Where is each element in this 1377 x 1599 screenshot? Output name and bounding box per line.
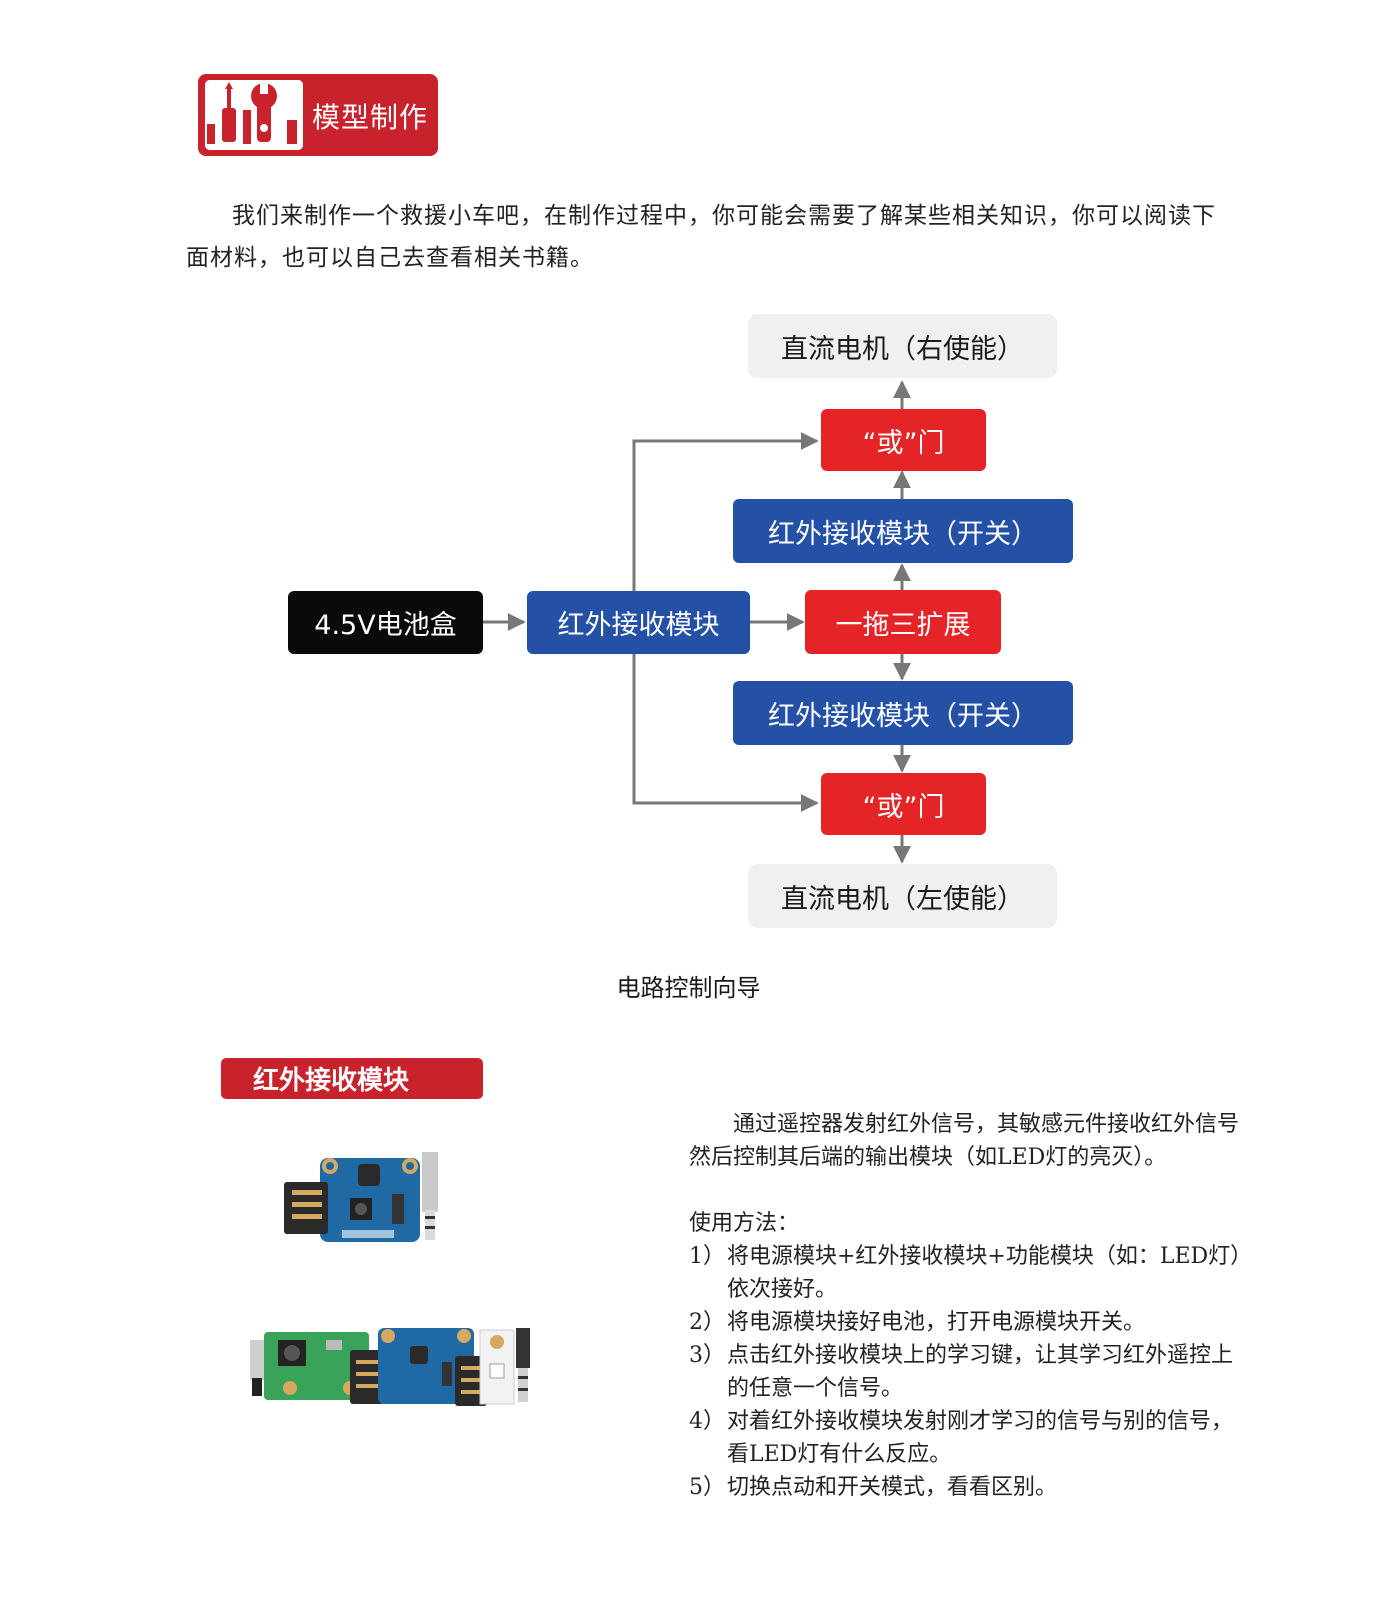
node-battery: 4.5V电池盒 [288, 591, 483, 654]
step-text: 切换点动和开关模式，看看区别。 [727, 1475, 1058, 1500]
step-number: 3） [689, 1343, 725, 1368]
diagram-caption: 电路控制向导 [616, 974, 761, 1002]
module-description: 通过遥控器发射红外信号，其敏感元件接收红外信号然后控制其后端的输出模块（如LED… [689, 1108, 1249, 1504]
section-title: 模型制作 [312, 101, 429, 134]
node-or-gate-bottom: “或”门 [821, 773, 986, 835]
node-motor-left: 直流电机（左使能） [748, 864, 1057, 928]
ir-receiver-board-image [284, 1152, 438, 1242]
node-motor-right: 直流电机（右使能） [748, 314, 1057, 378]
usage-step: 1） 将电源模块+红外接收模块+功能模块（如：LED灯）依次接好。 [689, 1240, 1249, 1306]
node-ir-switch-top: 红外接收模块（开关） [733, 499, 1073, 563]
step-number: 4） [689, 1409, 725, 1434]
step-text: 将电源模块接好电池，打开电源模块开关。 [727, 1310, 1146, 1335]
step-text: 点击红外接收模块上的学习键，让其学习红外遥控上的任意一个信号。 [727, 1343, 1234, 1401]
tools-icon [205, 80, 303, 150]
usage-title: 使用方法： [689, 1211, 800, 1236]
usage-step: 3） 点击红外接收模块上的学习键，让其学习红外遥控上的任意一个信号。 [689, 1339, 1249, 1405]
ir-module-chain-image [250, 1328, 530, 1406]
node-ir-receiver: 红外接收模块 [527, 591, 750, 654]
step-number: 2） [689, 1310, 725, 1335]
usage-step: 4） 对着红外接收模块发射刚才学习的信号与别的信号，看LED灯有什么反应。 [689, 1405, 1249, 1471]
node-splitter: 一拖三扩展 [805, 590, 1001, 654]
description-text: 通过遥控器发射红外信号，其敏感元件接收红外信号然后控制其后端的输出模块（如LED… [689, 1112, 1240, 1170]
module-section-title: 红外接收模块 [221, 1058, 483, 1099]
intro-paragraph: 我们来制作一个救援小车吧，在制作过程中，你可能会需要了解某些相关知识，你可以阅读… [186, 195, 1226, 279]
step-number: 5） [689, 1475, 725, 1500]
node-or-gate-top: “或”门 [821, 409, 986, 471]
usage-step: 5） 切换点动和开关模式，看看区别。 [689, 1471, 1249, 1504]
usage-step: 2） 将电源模块接好电池，打开电源模块开关。 [689, 1306, 1249, 1339]
step-text: 将电源模块+红外接收模块+功能模块（如：LED灯）依次接好。 [727, 1244, 1242, 1302]
step-text: 对着红外接收模块发射刚才学习的信号与别的信号，看LED灯有什么反应。 [727, 1409, 1234, 1467]
arrow-receiver-to-or-bottom [632, 652, 819, 812]
step-number: 1） [689, 1244, 725, 1269]
arrow-receiver-to-or-top [632, 432, 819, 592]
intro-text: 我们来制作一个救援小车吧，在制作过程中，你可能会需要了解某些相关知识，你可以阅读… [186, 203, 1216, 271]
node-ir-switch-bottom: 红外接收模块（开关） [733, 681, 1073, 745]
